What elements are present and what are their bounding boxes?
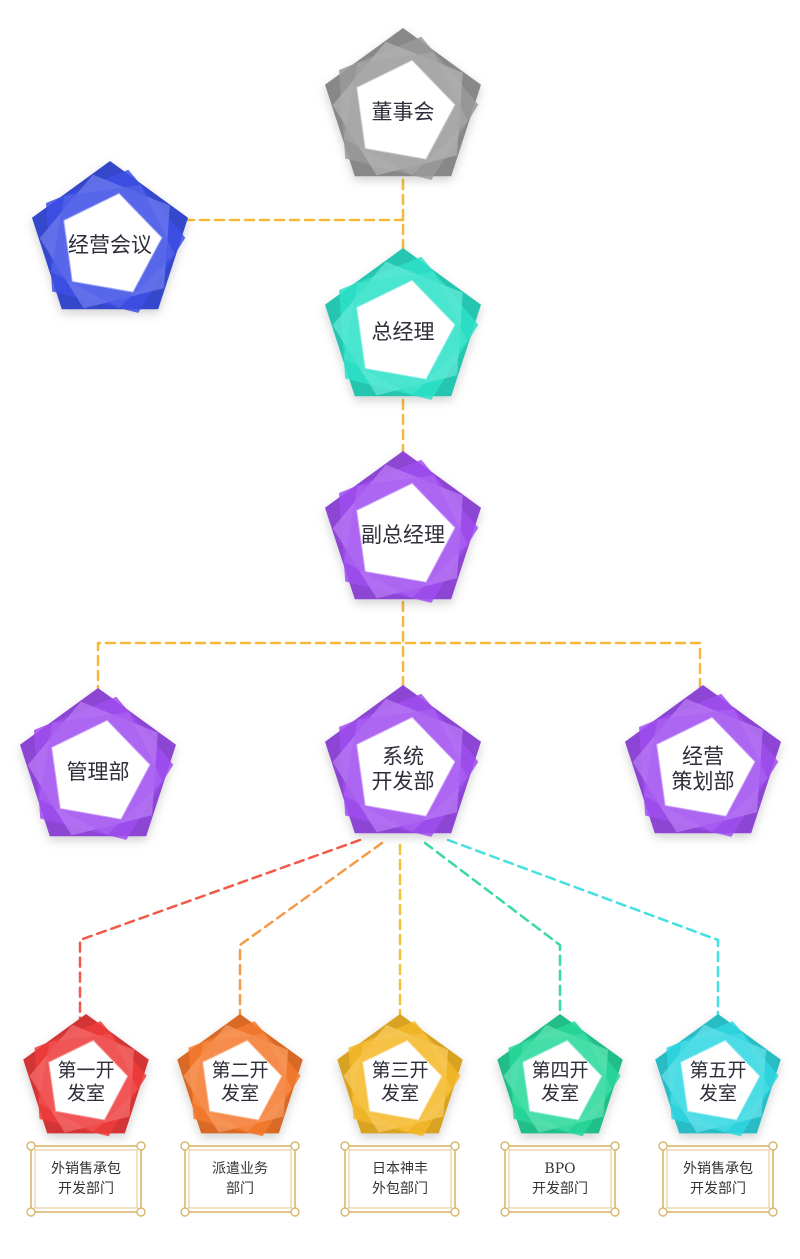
description-frame	[184, 1145, 296, 1213]
frame-corner-ornament-icon	[136, 1141, 146, 1151]
connector-sysdev-dev2	[238, 841, 384, 1020]
node-label: 发室	[381, 1082, 419, 1104]
frame-corner-ornament-icon	[340, 1207, 350, 1217]
frame-corner-ornament-icon	[658, 1141, 668, 1151]
node-label: 第五开	[689, 1060, 746, 1082]
description-dev4: BPO 开发部门	[500, 1141, 620, 1217]
node-label: 发室	[541, 1082, 579, 1104]
node-board: 董事会	[325, 28, 481, 180]
node-label: 经营会议	[68, 233, 152, 257]
frame-corner-ornament-icon	[450, 1141, 460, 1151]
description-frame	[662, 1145, 774, 1213]
description-text: BPO	[544, 1161, 575, 1177]
frame-corner-ornament-icon	[500, 1207, 510, 1217]
description-text: 外销售承包	[51, 1161, 121, 1177]
node-label: 管理部	[67, 760, 130, 784]
description-text: 外包部门	[372, 1181, 428, 1197]
node-label: 总经理	[372, 320, 435, 344]
description-text: 开发部门	[532, 1181, 588, 1197]
description-frame	[30, 1145, 142, 1213]
node-label: 系统	[382, 744, 424, 768]
frame-corner-ornament-icon	[180, 1141, 190, 1151]
frame-corner-ornament-icon	[26, 1141, 36, 1151]
description-text: 开发部门	[58, 1181, 114, 1197]
node-label: 第三开	[371, 1060, 428, 1082]
node-label: 发室	[221, 1082, 259, 1104]
connector-sysdev-dev4	[423, 841, 562, 1020]
frame-corner-ornament-icon	[180, 1207, 190, 1217]
node-label: 副总经理	[361, 523, 445, 547]
node-label: 发室	[699, 1082, 737, 1104]
frame-corner-ornament-icon	[768, 1141, 778, 1151]
node-label: 第一开	[57, 1060, 114, 1082]
node-label: 策划部	[672, 770, 735, 794]
description-text: 派遣业务	[212, 1161, 268, 1177]
frame-corner-ornament-icon	[610, 1141, 620, 1151]
frame-corner-ornament-icon	[290, 1207, 300, 1217]
node-label: 发室	[67, 1082, 105, 1104]
frame-corner-ornament-icon	[136, 1207, 146, 1217]
connector-sysdev-dev5	[446, 838, 720, 1020]
node-label: 经营	[682, 744, 724, 768]
frame-corner-ornament-icon	[500, 1141, 510, 1151]
description-frame	[504, 1145, 616, 1213]
description-text: 开发部门	[690, 1181, 746, 1197]
node-label: 开发部	[372, 770, 435, 794]
node-label: 董事会	[372, 100, 435, 124]
node-deputy-gm: 副总经理	[325, 451, 481, 603]
org-nodes: 董事会经营会议总经理副总经理管理部系统开发部经营策划部第一开发室第二开发室第三开…	[20, 28, 781, 1137]
description-frame	[344, 1145, 456, 1213]
frame-corner-ornament-icon	[658, 1207, 668, 1217]
frame-corner-ornament-icon	[450, 1207, 460, 1217]
frame-corner-ornament-icon	[290, 1141, 300, 1151]
node-admin-dept: 管理部	[20, 688, 176, 840]
description-text: 部门	[226, 1181, 254, 1197]
node-label: 第二开	[211, 1060, 268, 1082]
node-label: 第四开	[531, 1060, 588, 1082]
frame-corner-ornament-icon	[26, 1207, 36, 1217]
frame-corner-ornament-icon	[610, 1207, 620, 1217]
frame-corner-ornament-icon	[768, 1207, 778, 1217]
connector-sysdev-dev1	[78, 838, 362, 1020]
frame-corner-ornament-icon	[340, 1141, 350, 1151]
node-gm: 总经理	[325, 248, 481, 400]
connector-lines	[78, 178, 720, 1020]
node-mgmt-meeting: 经营会议	[32, 161, 188, 313]
connector-dept-bus	[96, 641, 702, 697]
description-text: 外销售承包	[683, 1161, 753, 1177]
description-text: 日本神丰	[372, 1161, 428, 1177]
